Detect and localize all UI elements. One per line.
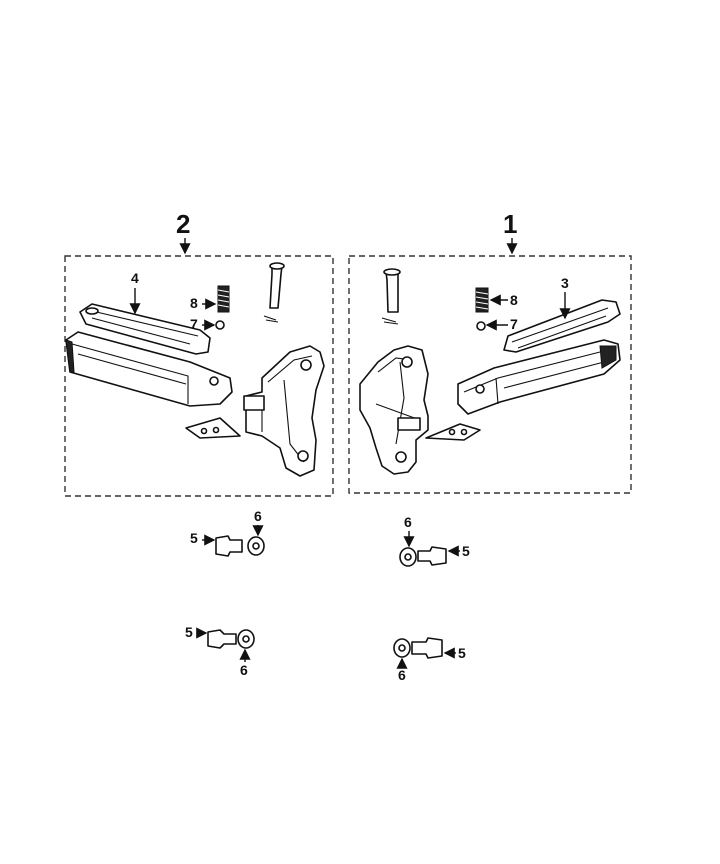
callout-bolt-d: 5 <box>458 645 466 661</box>
callout-bolt-a: 5 <box>190 530 198 546</box>
callout-bracket-right: 3 <box>561 275 569 291</box>
bolt-c <box>207 629 237 649</box>
hardware-set-b: 6 5 <box>399 514 470 567</box>
assembly-2: 2 8 7 <box>64 209 334 497</box>
callout-clip-right: 7 <box>510 316 518 332</box>
mount-pedestal-left <box>245 345 325 477</box>
hardware-set-a: 5 6 <box>190 508 265 557</box>
callout-washer-a: 6 <box>254 508 262 524</box>
callout-washer-b: 6 <box>404 514 412 530</box>
bolt-d <box>411 637 443 659</box>
bracket-arm-left <box>79 303 211 355</box>
callout-bracket-left: 4 <box>131 270 139 286</box>
frame-rail-left <box>65 331 233 407</box>
pin-right <box>385 271 399 313</box>
pin-left <box>269 265 283 309</box>
assembly-1-label: 1 <box>503 209 517 239</box>
frame-rail-right <box>457 339 621 415</box>
callout-bolt-b: 5 <box>462 543 470 559</box>
callout-spring-left: 8 <box>190 295 198 311</box>
assembly-2-label: 2 <box>176 209 190 239</box>
callout-spring-right: 8 <box>510 292 518 308</box>
spring-left <box>217 285 230 313</box>
hardware-set-c: 5 6 <box>185 624 255 678</box>
callout-washer-c: 6 <box>240 662 248 678</box>
bolt-b <box>417 546 447 566</box>
clip-left <box>215 320 225 330</box>
assembly-1: 1 8 7 <box>348 209 632 494</box>
spring-right <box>475 287 489 313</box>
bracket-arm-right <box>503 299 621 353</box>
assembly-2-box <box>64 255 334 497</box>
hardware-set-d: 6 5 <box>393 637 466 683</box>
callout-bolt-c: 5 <box>185 624 193 640</box>
assembly-1-box <box>348 255 632 494</box>
callout-washer-d: 6 <box>398 667 406 683</box>
gusset-plate-left <box>185 417 241 439</box>
bolt-a <box>215 535 243 557</box>
clip-right <box>476 321 486 331</box>
callout-clip-left: 7 <box>190 316 198 332</box>
